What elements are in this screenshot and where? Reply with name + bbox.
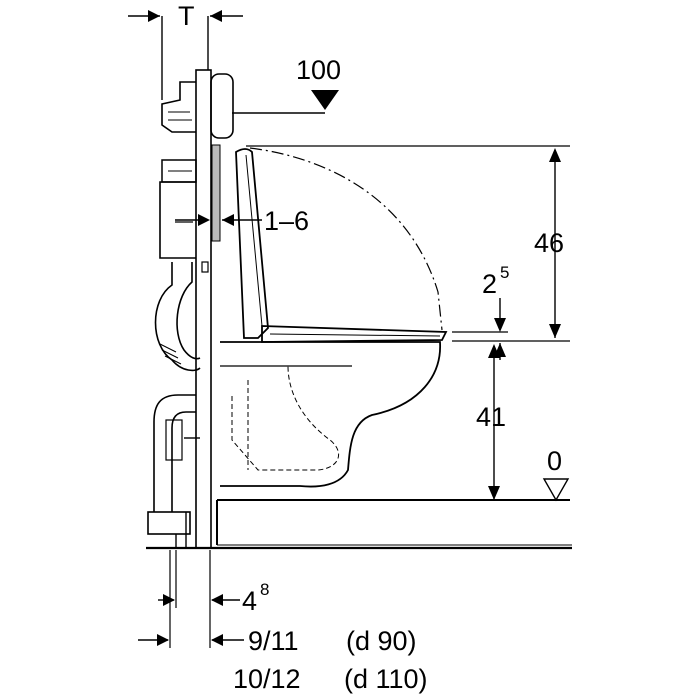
structure-lines <box>146 499 572 550</box>
toilet-bowl <box>220 147 448 488</box>
label-d90: (d 90) <box>346 626 417 656</box>
label-4-8-main: 4 <box>242 586 257 616</box>
label-100: 100 <box>296 55 341 85</box>
installation-frame <box>159 69 234 549</box>
label-1-6: 1–6 <box>264 206 309 236</box>
dimension-100: 100 <box>232 55 341 114</box>
label-2-5-sup: 5 <box>500 263 509 282</box>
wall-plate <box>211 144 221 242</box>
dimension-46: 46 <box>246 145 570 338</box>
dimension-1-6: 1–6 <box>175 206 309 236</box>
flush-pipe <box>154 262 201 372</box>
label-2-5-main: 2 <box>482 269 497 299</box>
label-9-11: 9/11 <box>248 626 299 656</box>
label-0: 0 <box>547 446 562 476</box>
label-t: T <box>178 1 195 31</box>
dimension-t: T <box>128 1 243 100</box>
label-41: 41 <box>476 402 506 432</box>
dimension-41: 41 <box>476 344 506 500</box>
label-10-12: 10/12 <box>233 664 301 694</box>
dimension-4-8: 4 8 <box>158 550 269 648</box>
label-4-8-sup: 8 <box>260 580 269 599</box>
dimension-2-5: 2 5 <box>452 263 570 360</box>
dimension-9-11: 9/11 (d 90) 10/12 (d 110) <box>138 550 428 694</box>
label-46: 46 <box>534 228 564 258</box>
floor-level-marker: 0 <box>542 446 570 502</box>
label-d110: (d 110) <box>344 664 428 694</box>
drain-pipe <box>147 394 200 548</box>
